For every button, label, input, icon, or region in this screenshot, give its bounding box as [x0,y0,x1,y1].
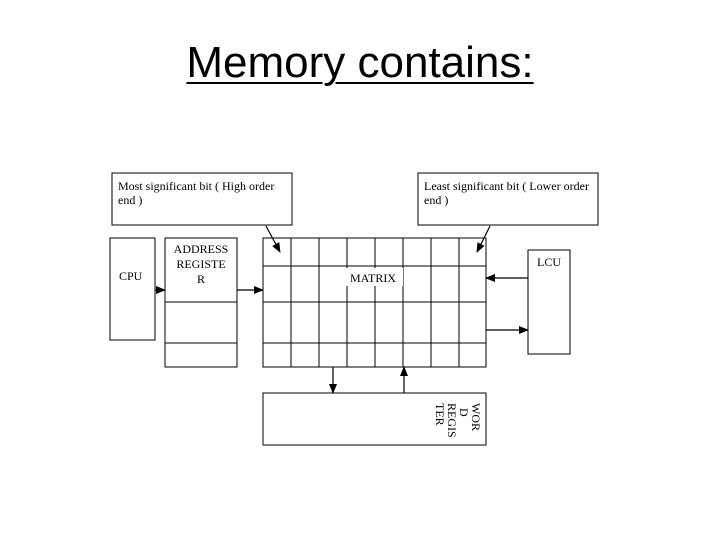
word-register-line-1: WOR [469,403,483,431]
word-register-line-3: REGIS [445,403,459,438]
address-register [164,237,238,368]
lsb-note-box [417,172,599,226]
slide-title-text: Memory contains: [186,38,534,87]
word-register-line-4: TER [433,403,447,426]
slide-title: Memory contains: [0,38,720,88]
address-register-label-3: R [197,272,205,286]
word-register-label: WOR D REGIS TER [433,403,483,438]
memory-matrix-grid [262,237,487,368]
msb-note-line-1: Most significant bit ( High order [118,179,274,193]
lcu-label: LCU [537,255,561,269]
msb-arrow [265,225,281,253]
cpu-label: CPU [119,269,143,283]
msb-note-box [111,172,293,226]
lsb-note-line-1: Least significant bit ( Lower order [424,179,589,193]
lcu-box [527,249,571,355]
cpu-box [109,237,156,341]
lsb-note-line-2: end ) [424,193,448,207]
matrix-label-bg [345,268,403,286]
word-register-line-2: D [457,408,471,417]
address-register-label-2: REGISTE [176,257,225,271]
word-register-box [262,392,487,446]
address-register-label-1: ADDRESS [174,242,229,256]
arrows [155,225,529,394]
lsb-arrow [476,225,491,253]
msb-note-line-2: end ) [118,193,142,207]
matrix-label: MATRIX [350,271,396,285]
